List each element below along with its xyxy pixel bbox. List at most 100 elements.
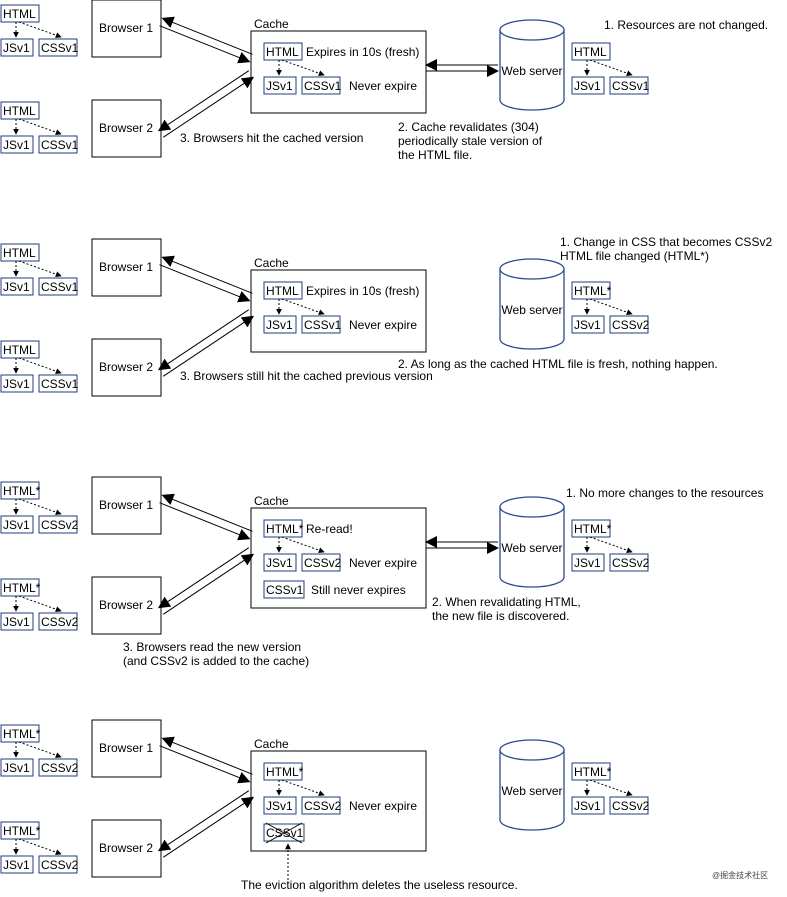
browser2-css-box [38,135,78,154]
browser-1-label: Browser 1 [99,498,153,512]
step-2-text: the new file is discovered. [432,609,569,623]
browser2-resources: HTML JSv1 CSSv1 [0,101,79,154]
server-css: CSSv2 [612,556,650,570]
browser1-html: HTML [3,7,36,21]
cache-js-box [263,553,297,572]
cache-title: Cache [254,17,289,31]
browser1-js-box [0,38,34,57]
cache-css-box [301,553,341,572]
browser2-html: HTML* [3,581,41,595]
cache-html: HTML* [266,522,304,536]
cache-js: JSv1 [266,79,293,93]
web-server-cylinder [499,739,565,831]
cache-css: CSSv2 [304,799,342,813]
browser1-css: CSSv2 [41,518,79,532]
cache-note-mid: Never expire [349,799,417,813]
browser1-css-box [38,38,78,57]
browser-1-label: Browser 1 [99,260,153,274]
cache-title: Cache [254,737,289,751]
server-html: HTML [574,45,607,59]
browser-2-label: Browser 2 [99,841,153,855]
cache-note-top: Expires in 10s (fresh) [306,45,419,59]
browser2-css: CSSv1 [41,138,79,152]
browser1-js: JSv1 [3,761,30,775]
cache-evicted-css: CSSv1 [266,583,304,597]
browser1-js: JSv1 [3,41,30,55]
browser2-js-box [0,135,34,154]
cache-evicted-css-box [263,580,305,599]
cache-css: CSSv1 [304,79,342,93]
browser-1-box [91,238,162,297]
server-css-box [609,76,649,95]
browser2-js: JSv1 [3,377,30,391]
web-server-cylinder [499,496,565,588]
browser-2-box [91,338,162,397]
browser2-css-box [38,612,78,631]
browser2-css-box [38,374,78,393]
browser1-html: HTML* [3,727,41,741]
browser2-css: CSSv2 [41,858,79,872]
browser1-css-box [38,515,78,534]
step-1-text: HTML file changed (HTML*) [560,249,709,263]
browser2-js-box [0,612,34,631]
cache-js-box [263,76,297,95]
cache-html: HTML [266,284,299,298]
browser1-html: HTML* [3,484,41,498]
cache-js: JSv1 [266,318,293,332]
server-js: JSv1 [574,799,601,813]
browser1-js: JSv1 [3,280,30,294]
step-1-text: 1. No more changes to the resources [566,486,763,500]
browser1-js-box [0,758,34,777]
server-html: HTML* [574,284,612,298]
browser2-js: JSv1 [3,615,30,629]
cache-js: JSv1 [266,799,293,813]
cache-css: CSSv2 [304,556,342,570]
web-server-label: Web server [501,784,562,798]
cache-resources: HTML JSv1 CSSv1 [263,42,342,95]
cache-css-box [301,796,341,815]
web-server-label: Web server [501,303,562,317]
server-js: JSv1 [574,318,601,332]
step-3-text: 3. Browsers hit the cached version [180,131,363,145]
browser-1-box [91,0,162,58]
browser-2-label: Browser 2 [99,360,153,374]
server-js: JSv1 [574,556,601,570]
browser2-resources: HTML* JSv1 CSSv2 [0,578,79,631]
browser1-css-box [38,277,78,296]
cache-resources: HTML* JSv1 CSSv2 [263,762,342,815]
cache-note-mid: Never expire [349,556,417,570]
browser2-css: CSSv1 [41,377,79,391]
browser-1-label: Browser 1 [99,21,153,35]
browser2-html: HTML [3,104,36,118]
browser2-js: JSv1 [3,138,30,152]
browser2-css: CSSv2 [41,615,79,629]
browser2-css-box [38,855,78,874]
browser1-html: HTML [3,246,36,260]
eviction-cross-line-2 [265,822,303,844]
browser2-html: HTML* [3,824,41,838]
web-server-cylinder [499,19,565,111]
browser-1-label: Browser 1 [99,741,153,755]
server-js-box [571,553,605,572]
cache-html: HTML [266,45,299,59]
browser2-js-box [0,374,34,393]
server-css: CSSv2 [612,799,650,813]
cache-css-box [301,76,341,95]
cache-html: HTML* [266,765,304,779]
step-2-text: 2. As long as the cached HTML file is fr… [398,357,718,371]
browser-1-box [91,719,162,778]
browser1-css: CSSv1 [41,280,79,294]
browser2-js: JSv1 [3,858,30,872]
server-css-box [609,553,649,572]
browser-2-label: Browser 2 [99,121,153,135]
step-3-text: 3. Browsers read the new version [123,640,301,654]
browser-1-box [91,476,162,535]
